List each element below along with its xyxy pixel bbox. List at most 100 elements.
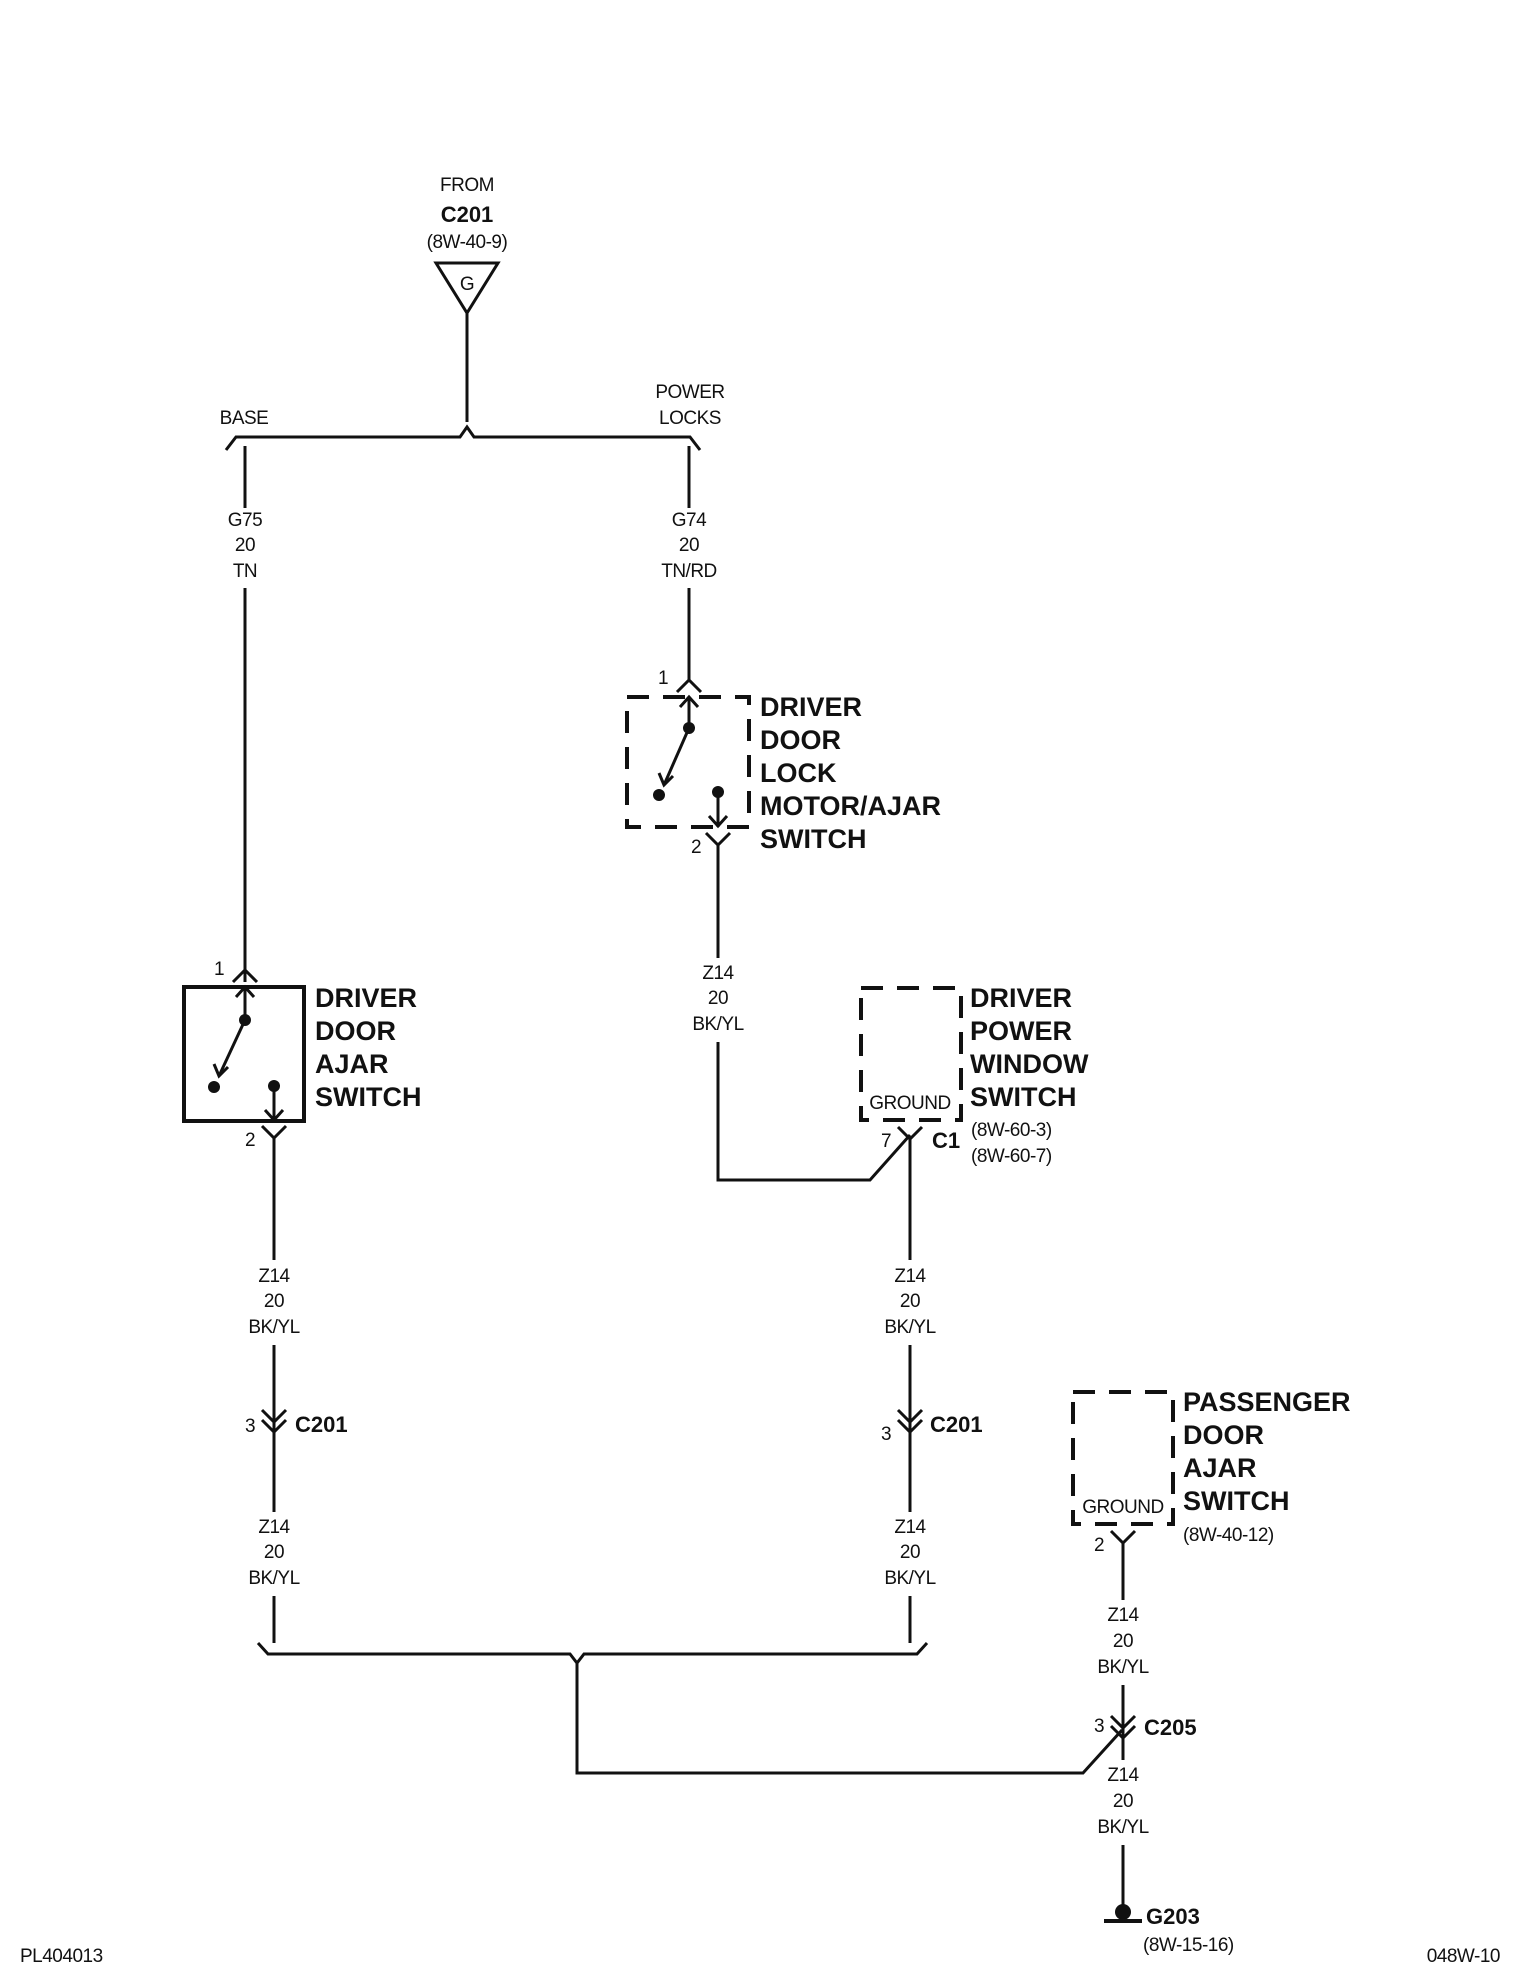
window-switch-ref-2: (8W-60-7) bbox=[971, 1146, 1052, 1167]
source-connector-label: C201 bbox=[441, 202, 494, 227]
g74-circuit: G74 bbox=[672, 510, 707, 531]
z14-mid-lower-gauge: 20 bbox=[900, 1542, 920, 1563]
ajar-switch-int-arrow-top bbox=[234, 984, 256, 999]
c201-left-name: C201 bbox=[295, 1412, 348, 1437]
z14-mid-lower-circuit: Z14 bbox=[894, 1517, 926, 1538]
window-switch-label-4: SWITCH bbox=[970, 1082, 1076, 1112]
window-switch-box bbox=[859, 986, 963, 1122]
z14-mid-upper-gauge: 20 bbox=[900, 1291, 920, 1312]
window-switch-label-3: WINDOW bbox=[970, 1049, 1089, 1079]
top-splice-bus bbox=[224, 424, 702, 451]
lock-switch-pin1-terminal bbox=[675, 677, 703, 694]
ajar-switch-label-4: SWITCH bbox=[315, 1082, 421, 1112]
z14-lock-wire bbox=[716, 1042, 912, 1182]
lock-switch-int-arrow-bottom bbox=[707, 814, 729, 829]
lock-switch-pin1: 1 bbox=[658, 668, 668, 689]
window-switch-ref-1: (8W-60-3) bbox=[971, 1120, 1052, 1141]
window-switch-connector: C1 bbox=[932, 1128, 960, 1153]
ajar-switch-label-3: AJAR bbox=[315, 1049, 389, 1079]
z14-left-lower-circuit: Z14 bbox=[258, 1517, 290, 1538]
ajar-switch-label-2: DOOR bbox=[315, 1016, 396, 1046]
z14-lock-circuit: Z14 bbox=[702, 963, 734, 984]
z14-left-lower-color: BK/YL bbox=[248, 1568, 299, 1589]
passenger-switch-label-2: DOOR bbox=[1183, 1420, 1264, 1450]
passenger-switch-label-1: PASSENGER bbox=[1183, 1387, 1351, 1417]
ajar-switch-pin2-terminal bbox=[260, 1124, 288, 1141]
lock-switch-label-3: LOCK bbox=[760, 758, 837, 788]
lock-switch-label-1: DRIVER bbox=[760, 692, 862, 722]
lock-switch-box bbox=[625, 695, 751, 829]
passenger-switch-pin-terminal bbox=[1109, 1529, 1137, 1546]
passenger-switch-ref: (8W-40-12) bbox=[1183, 1525, 1274, 1546]
z14-mid-upper-color: BK/YL bbox=[884, 1317, 935, 1338]
ajar-switch-arm-arrow bbox=[212, 1063, 230, 1079]
c205-terminal-a bbox=[1109, 1714, 1137, 1731]
g75-color: TN bbox=[233, 561, 257, 582]
z14-left-upper-circuit: Z14 bbox=[258, 1266, 290, 1287]
window-switch-pin-terminal bbox=[896, 1125, 924, 1142]
g74-color: TN/RD bbox=[661, 561, 717, 582]
z14-right-lower-color: BK/YL bbox=[1097, 1817, 1148, 1838]
passenger-switch-label-3: AJAR bbox=[1183, 1453, 1257, 1483]
z14-mid-upper-circuit: Z14 bbox=[894, 1266, 926, 1287]
branch-locks-label: LOCKS bbox=[659, 408, 721, 429]
passenger-switch-box bbox=[1071, 1390, 1175, 1526]
z14-right-lower-gauge: 20 bbox=[1113, 1791, 1133, 1812]
g75-circuit: G75 bbox=[228, 510, 262, 531]
z14-lock-gauge: 20 bbox=[708, 988, 728, 1009]
c205-pin: 3 bbox=[1094, 1716, 1104, 1737]
ajar-switch-arm bbox=[217, 1019, 247, 1077]
c201-mid-terminal-a bbox=[896, 1408, 924, 1425]
passenger-switch-ground: GROUND bbox=[1082, 1497, 1163, 1518]
lock-switch-arm bbox=[662, 727, 691, 786]
window-switch-pin: 7 bbox=[881, 1131, 891, 1152]
window-switch-ground: GROUND bbox=[869, 1093, 950, 1114]
z14-left-upper-gauge: 20 bbox=[264, 1291, 284, 1312]
c201-left-terminal-a bbox=[260, 1408, 288, 1425]
lock-switch-label-4: MOTOR/AJAR bbox=[760, 791, 941, 821]
window-switch-label-2: POWER bbox=[970, 1016, 1072, 1046]
ground-ref: (8W-15-16) bbox=[1143, 1935, 1234, 1956]
source-ref-label: (8W-40-9) bbox=[427, 232, 508, 253]
window-switch-label-1: DRIVER bbox=[970, 983, 1072, 1013]
ajar-switch-int-arrow-bottom bbox=[263, 1108, 285, 1123]
splice-to-c205-wire bbox=[575, 1663, 1124, 1775]
from-label: FROM bbox=[440, 175, 494, 196]
z14-right-lower-circuit: Z14 bbox=[1107, 1765, 1139, 1786]
lock-switch-arm-arrow bbox=[657, 772, 675, 788]
lock-switch-label-5: SWITCH bbox=[760, 824, 866, 854]
ground-dot bbox=[1115, 1904, 1131, 1920]
c201-left-pin: 3 bbox=[245, 1416, 255, 1437]
passenger-switch-label-4: SWITCH bbox=[1183, 1486, 1289, 1516]
branch-base-label: BASE bbox=[220, 408, 269, 429]
ajar-switch-contact-left bbox=[208, 1081, 220, 1093]
ajar-switch-pin1: 1 bbox=[214, 959, 224, 980]
z14-mid-lower-color: BK/YL bbox=[884, 1568, 935, 1589]
c201-mid-pin: 3 bbox=[881, 1424, 891, 1445]
g75-gauge: 20 bbox=[235, 535, 255, 556]
ajar-switch-label-1: DRIVER bbox=[315, 983, 417, 1013]
ajar-switch-pin2: 2 bbox=[245, 1130, 255, 1151]
bottom-splice-bus bbox=[256, 1641, 929, 1666]
footer-right-code: 048W-10 bbox=[1427, 1946, 1500, 1967]
source-pin-letter: G bbox=[460, 274, 474, 295]
z14-right-upper-circuit: Z14 bbox=[1107, 1605, 1139, 1626]
lock-switch-int-arrow-top bbox=[678, 694, 700, 709]
lock-switch-pin2: 2 bbox=[691, 837, 701, 858]
branch-power-label: POWER bbox=[655, 382, 724, 403]
c201-mid-name: C201 bbox=[930, 1412, 983, 1437]
z14-left-upper-color: BK/YL bbox=[248, 1317, 299, 1338]
c205-name: C205 bbox=[1144, 1715, 1197, 1740]
z14-right-upper-color: BK/YL bbox=[1097, 1657, 1148, 1678]
footer-left-code: PL404013 bbox=[20, 1946, 103, 1967]
z14-left-lower-gauge: 20 bbox=[264, 1542, 284, 1563]
g74-gauge: 20 bbox=[679, 535, 699, 556]
ajar-switch-pin1-terminal bbox=[231, 967, 259, 984]
passenger-switch-pin: 2 bbox=[1094, 1535, 1104, 1556]
lock-switch-label-2: DOOR bbox=[760, 725, 841, 755]
z14-right-upper-gauge: 20 bbox=[1113, 1631, 1133, 1652]
source-pin-triangle bbox=[433, 261, 501, 316]
z14-lock-color: BK/YL bbox=[692, 1014, 743, 1035]
lock-switch-pin2-terminal bbox=[704, 831, 732, 848]
